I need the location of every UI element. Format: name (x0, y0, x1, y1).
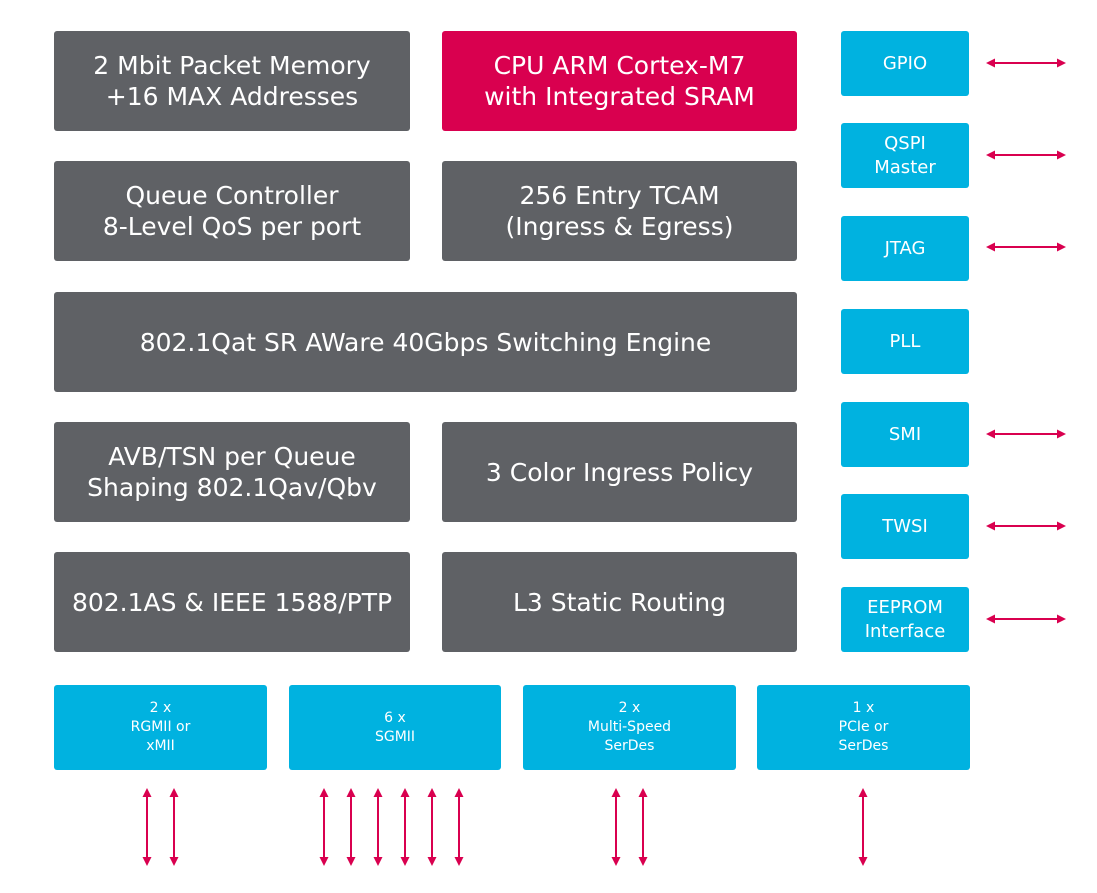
queue-controller-line1: Queue Controller (125, 181, 339, 210)
serdes-line2: Multi-Speed (587, 719, 672, 735)
tcam-line2: (Ingress & Egress) (505, 212, 734, 241)
ingress-policy-label: 3 Color Ingress Policy (485, 457, 754, 487)
gpio-label: GPIO (882, 52, 928, 74)
eeprom-block: EEPROM Interface (841, 587, 969, 652)
smi-block: SMI (841, 402, 969, 467)
pcie-line1: 1 x (852, 700, 875, 716)
sgmii-line2: SGMII (374, 728, 416, 745)
qspi-line2: Master (874, 156, 936, 178)
jtag-block: JTAG (841, 216, 969, 281)
pll-block: PLL (841, 309, 969, 374)
qspi-block: QSPI Master (841, 123, 969, 188)
rgmii-line2: RGMII or (130, 719, 191, 735)
avb-tsn-block: AVB/TSN per Queue Shaping 802.1Qav/Qbv (54, 422, 410, 522)
packet-memory-block: 2 Mbit Packet Memory +16 MAX Addresses (54, 31, 410, 131)
twsi-block: TWSI (841, 494, 969, 559)
avb-tsn-line2: Shaping 802.1Qav/Qbv (87, 473, 377, 502)
serdes-line1: 2 x (618, 700, 641, 716)
l3-routing-label: L3 Static Routing (512, 587, 727, 617)
pcie-port-block: 1 x PCIe or SerDes (757, 685, 970, 770)
ptp-block: 802.1AS & IEEE 1588/PTP (54, 552, 410, 652)
rgmii-line3: xMII (146, 738, 175, 754)
packet-memory-line2: +16 MAX Addresses (105, 82, 359, 111)
pcie-line2: PCIe or (838, 719, 889, 735)
switching-engine-block: 802.1Qat SR AWare 40Gbps Switching Engin… (54, 292, 797, 392)
ingress-policy-block: 3 Color Ingress Policy (442, 422, 797, 522)
sgmii-line1: 6 x (384, 709, 406, 726)
qspi-line1: QSPI (884, 132, 926, 154)
gpio-block: GPIO (841, 31, 969, 96)
switching-engine-label: 802.1Qat SR AWare 40Gbps Switching Engin… (139, 327, 712, 357)
rgmii-port-block: 2 x RGMII or xMII (54, 685, 267, 770)
eeprom-line2: Interface (864, 620, 946, 642)
cpu-line2: with Integrated SRAM (484, 82, 755, 111)
sgmii-port-block: 6 x SGMII (289, 685, 501, 770)
jtag-label: JTAG (884, 237, 926, 259)
queue-controller-block: Queue Controller 8-Level QoS per port (54, 161, 410, 261)
avb-tsn-line1: AVB/TSN per Queue (108, 442, 356, 471)
tcam-block: 256 Entry TCAM (Ingress & Egress) (442, 161, 797, 261)
serdes-line3: SerDes (604, 738, 655, 754)
smi-label: SMI (888, 423, 922, 445)
tcam-line1: 256 Entry TCAM (519, 181, 720, 210)
cpu-block: CPU ARM Cortex-M7 with Integrated SRAM (442, 31, 797, 131)
twsi-label: TWSI (882, 515, 928, 537)
l3-routing-block: L3 Static Routing (442, 552, 797, 652)
packet-memory-line1: 2 Mbit Packet Memory (93, 51, 371, 80)
pcie-line3: SerDes (838, 738, 889, 754)
cpu-line1: CPU ARM Cortex-M7 (493, 51, 746, 80)
eeprom-line1: EEPROM (867, 596, 943, 618)
pll-label: PLL (889, 330, 921, 352)
queue-controller-line2: 8-Level QoS per port (102, 212, 362, 241)
serdes-port-block: 2 x Multi-Speed SerDes (523, 685, 736, 770)
rgmii-line1: 2 x (149, 700, 172, 716)
ptp-label: 802.1AS & IEEE 1588/PTP (71, 587, 393, 617)
